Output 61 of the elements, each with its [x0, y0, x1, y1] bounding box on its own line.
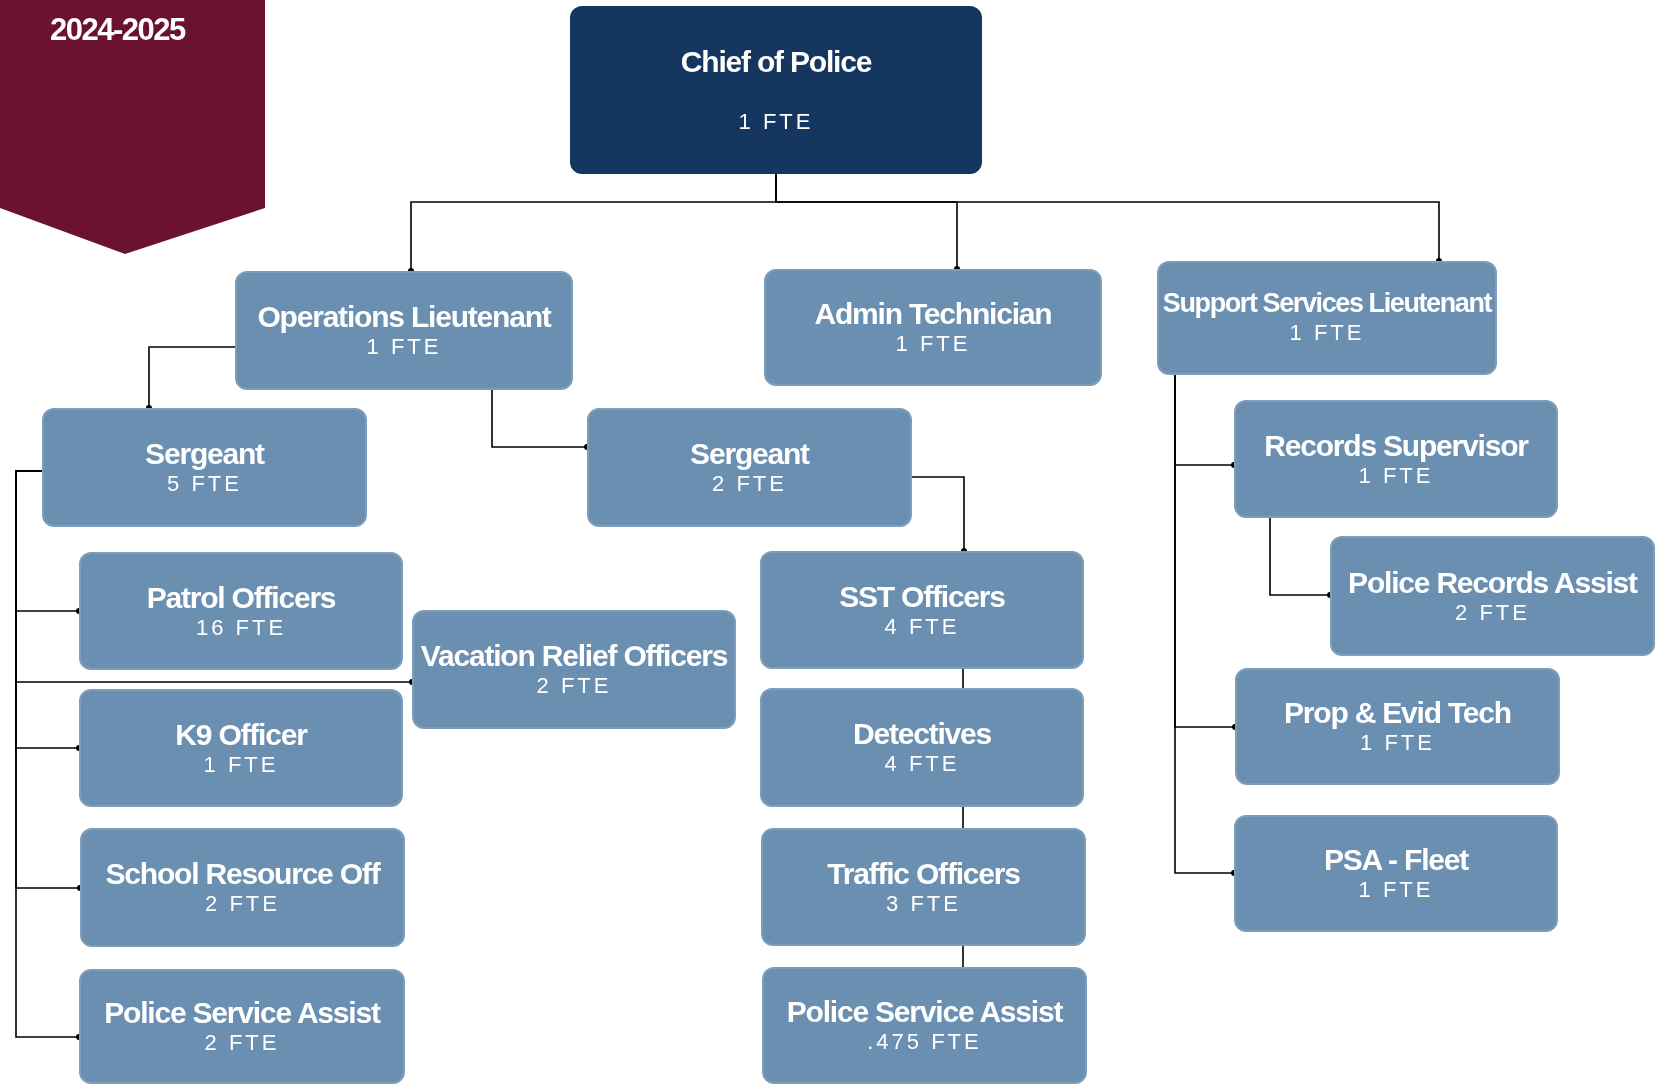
position-title: Patrol Officers: [146, 580, 336, 614]
fte-count: 1 FTE: [738, 107, 814, 136]
position-title: Prop & Evid Tech: [1284, 696, 1511, 730]
position-box: [79, 552, 403, 670]
fte-count: .475 FTE: [867, 1028, 982, 1056]
connector-line: [962, 668, 964, 689]
position-title: Support Services Lieutenant: [1162, 289, 1492, 320]
position-box: [235, 271, 573, 390]
position-title: Traffic Officers: [827, 856, 1020, 890]
fte-count: 4 FTE: [884, 750, 960, 778]
fte-count: 1 FTE: [1358, 462, 1434, 490]
year-label: 2024-2025: [50, 12, 185, 48]
fte-count: 2 FTE: [205, 890, 280, 918]
position-box: [1157, 261, 1497, 375]
position-title: Police Service Assist: [104, 996, 380, 1030]
fte-count: 1 FTE: [895, 330, 971, 358]
position-box: [1235, 668, 1560, 785]
position-title: Sergeant: [145, 437, 264, 471]
position-box: [1330, 536, 1655, 656]
position-box: [761, 828, 1086, 946]
position-box: [587, 408, 912, 527]
fte-count: 1 FTE: [1360, 729, 1435, 757]
position-box: [760, 688, 1084, 807]
position-title: Admin Technician: [814, 297, 1052, 331]
position-title: Operations Lieutenant: [257, 300, 551, 334]
position-box: [79, 969, 405, 1084]
connector-line: [962, 945, 964, 968]
fte-count: 3 FTE: [886, 889, 961, 918]
position-box: [412, 610, 736, 729]
position-title: SST Officers: [839, 579, 1005, 613]
position-title: PSA - Fleet: [1323, 843, 1469, 877]
fte-count: 2 FTE: [1455, 598, 1530, 627]
position-title: Police Service Assist: [786, 995, 1063, 1029]
position-title: K9 Officer: [175, 717, 307, 751]
position-box: [764, 269, 1102, 386]
fte-count: 2 FTE: [536, 672, 612, 700]
fte-count: 1 FTE: [1289, 319, 1365, 347]
fte-count: 1 FTE: [1358, 876, 1434, 904]
fte-count: 5 FTE: [167, 470, 242, 498]
fte-count: 2 FTE: [712, 470, 787, 498]
connector-line: [962, 806, 964, 829]
position-title: School Resource Off: [105, 857, 380, 891]
position-title: Records Supervisor: [1264, 428, 1528, 462]
position-box: [762, 967, 1087, 1084]
position-title: Detectives: [852, 717, 992, 751]
chief-box: [570, 6, 982, 174]
fte-count: 1 FTE: [203, 750, 279, 779]
fte-count: 4 FTE: [884, 612, 960, 641]
fte-count: 1 FTE: [366, 333, 442, 361]
position-box: [79, 689, 403, 807]
position-box: [1234, 815, 1558, 932]
position-title: Police Records Assist: [1348, 565, 1637, 599]
position-box: [760, 551, 1084, 669]
position-box: [1234, 400, 1558, 518]
position-title: Chief of Police: [680, 44, 872, 78]
position-box: [80, 828, 405, 947]
fte-count: 16 FTE: [195, 613, 287, 642]
fte-count: 2 FTE: [204, 1029, 280, 1057]
position-title: Vacation Relief Officers: [420, 639, 728, 673]
position-box: [42, 408, 367, 527]
position-title: Sergeant: [690, 437, 809, 471]
